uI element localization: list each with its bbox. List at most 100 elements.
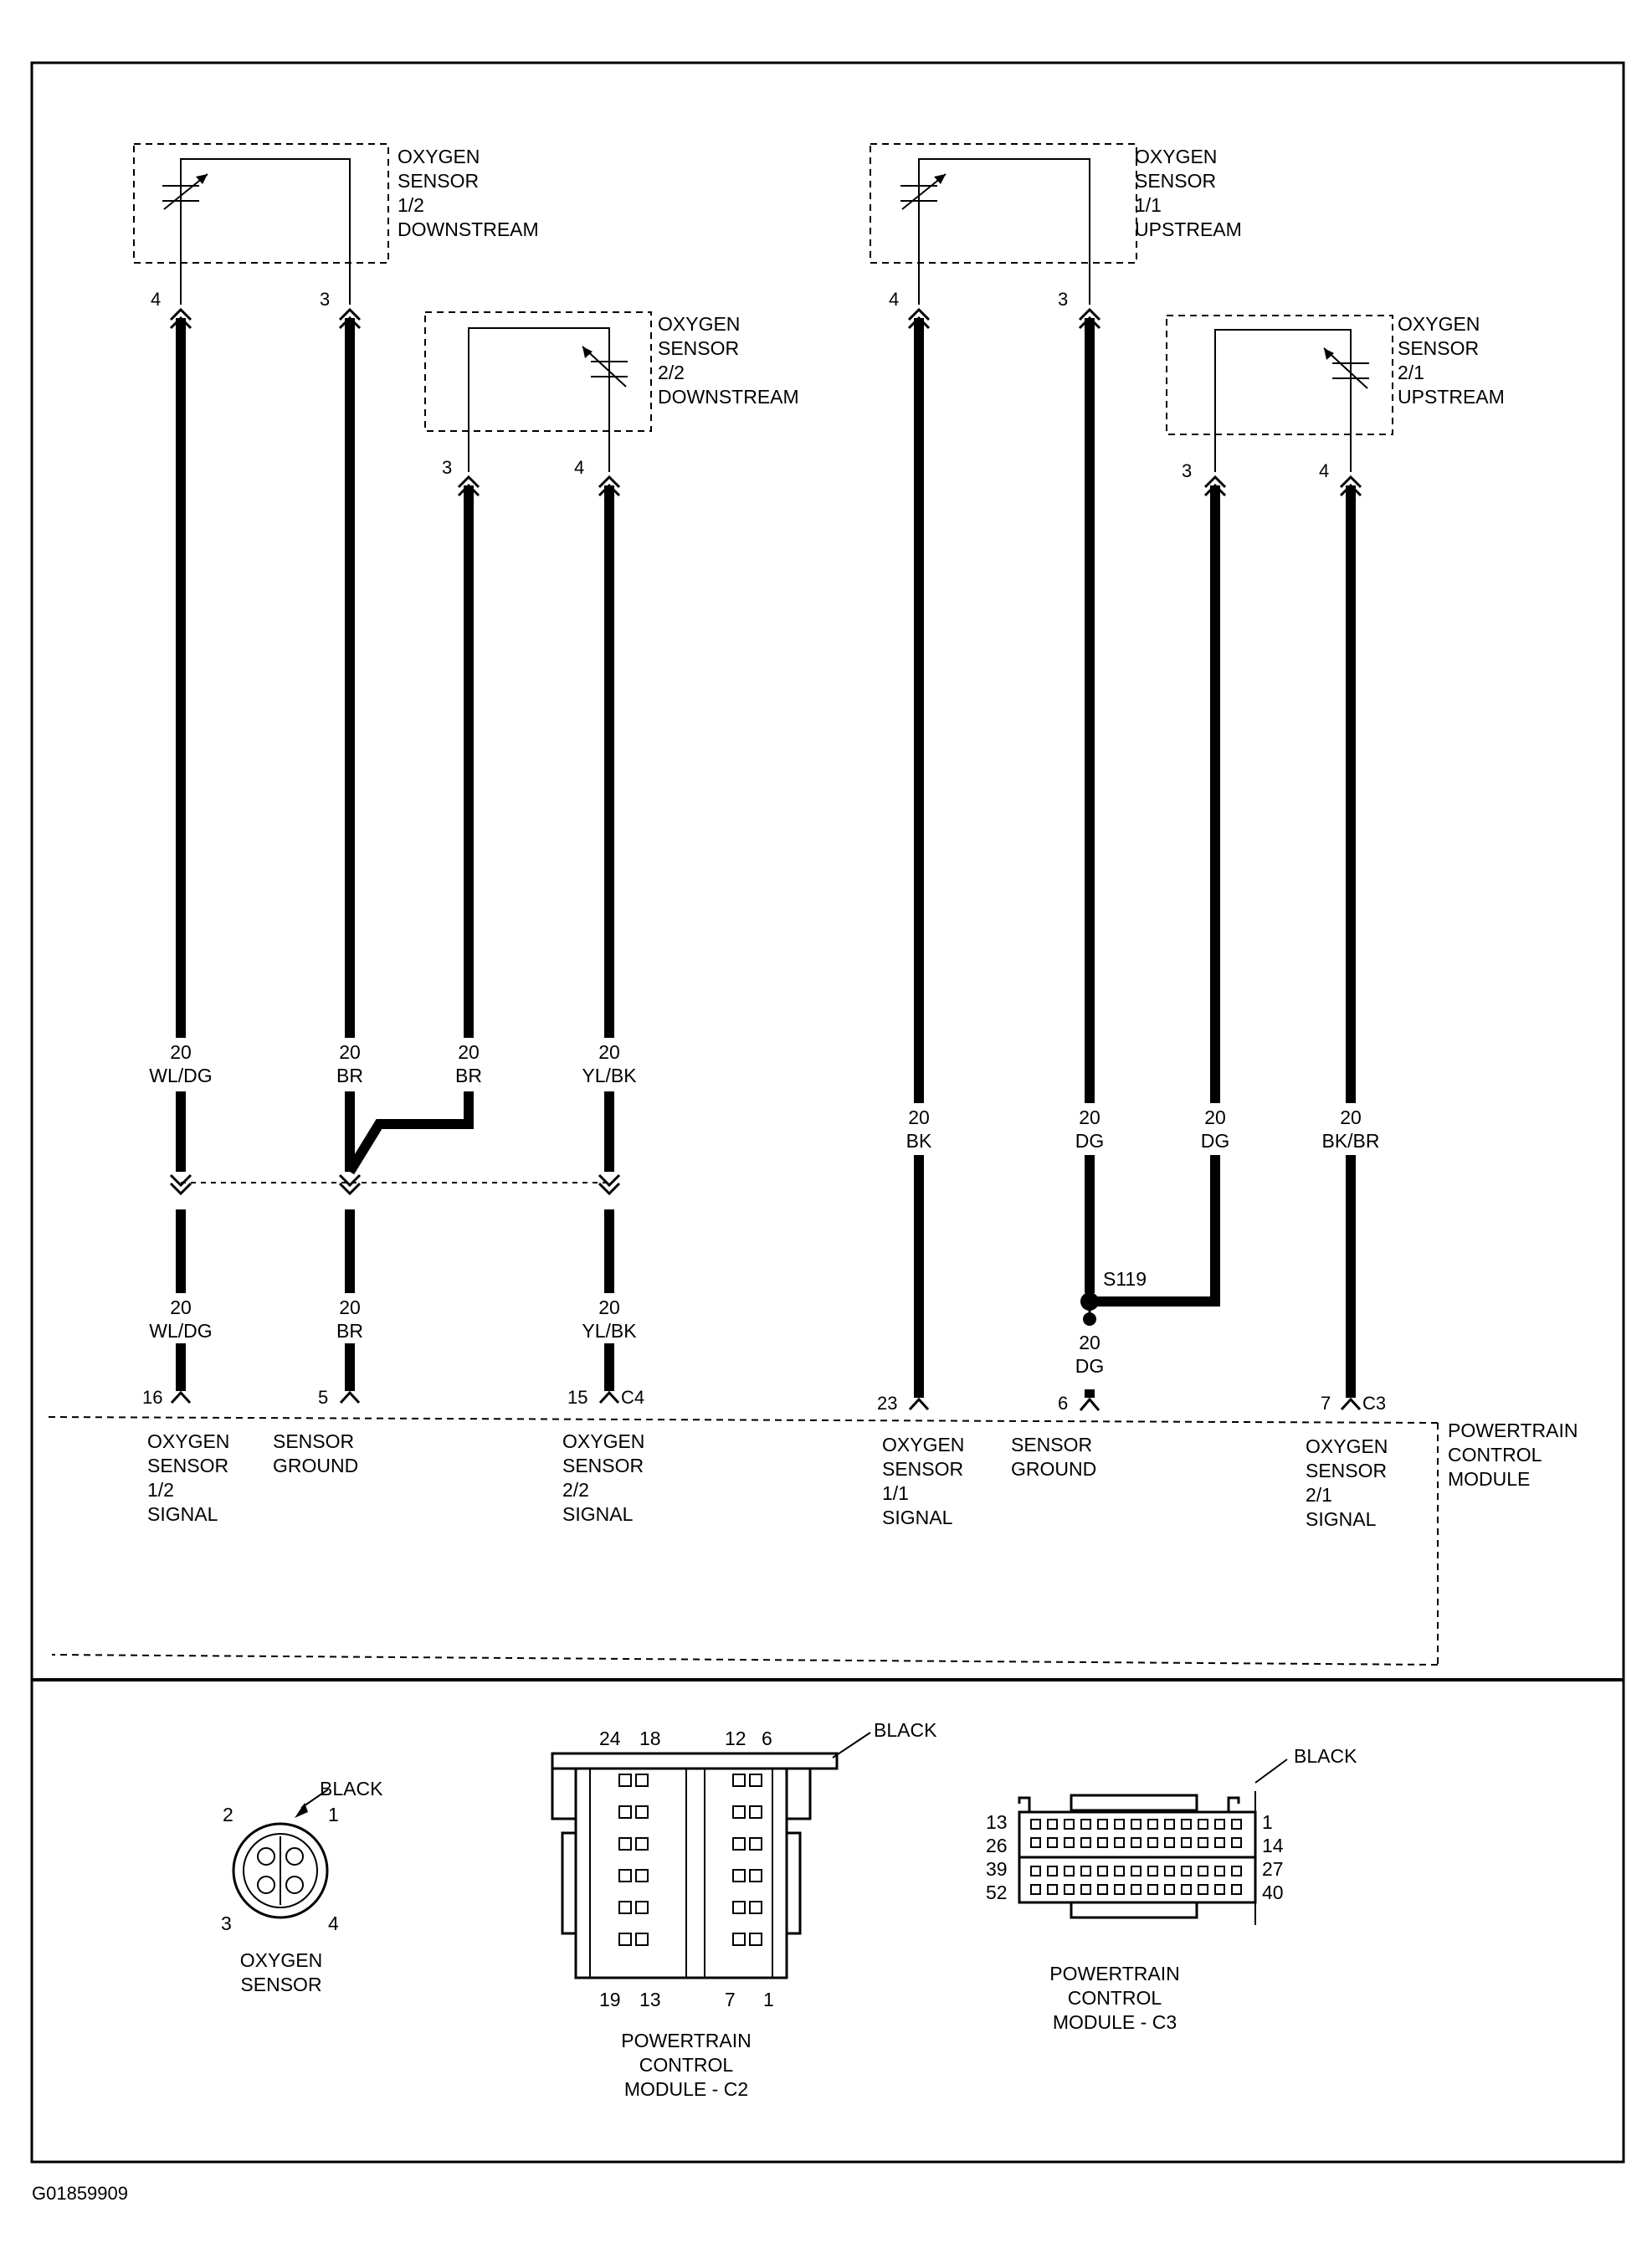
sensor-1-1-label-2: SENSOR [1135, 170, 1216, 192]
sensor-1-1-label-1: OXYGEN [1135, 146, 1217, 167]
connector-cavity [749, 1837, 762, 1851]
connector-cavity [732, 1774, 746, 1787]
wire-color: DG [1075, 1130, 1105, 1152]
connector-cavity [1097, 1866, 1108, 1877]
connector-cavity [1147, 1866, 1158, 1877]
pcm-function: SIGNAL [882, 1507, 953, 1528]
connector-cavity [1198, 1837, 1208, 1848]
pcm-c3-cells [1030, 1819, 1242, 1895]
pcm-function: SIGNAL [562, 1503, 634, 1525]
connector-cavity [1181, 1819, 1192, 1830]
c2-caption-3: MODULE - C2 [624, 2078, 748, 2100]
pcm-function: SIGNAL [1306, 1508, 1377, 1530]
pin-label: 4 [889, 289, 899, 310]
connector-cavity [1214, 1837, 1225, 1848]
connector-cavity [1181, 1837, 1192, 1848]
wires [176, 318, 1356, 1398]
c2-bottom-pin: 13 [639, 1989, 661, 2010]
wire-3-join [345, 1091, 474, 1175]
c3-caption-3: MODULE - C3 [1053, 2011, 1177, 2033]
connector-cavity [1231, 1819, 1242, 1830]
o2-pin: 1 [328, 1804, 339, 1825]
connector-cavity [618, 1933, 632, 1946]
connector-cavity [1047, 1819, 1058, 1830]
connector-cavity [1030, 1866, 1041, 1877]
connector-cavity [1064, 1819, 1075, 1830]
c2-color: BLACK [874, 1719, 937, 1741]
connector-cavity [749, 1869, 762, 1882]
connector-cavity [1181, 1884, 1192, 1895]
connector-cavity [1131, 1866, 1142, 1877]
wire-color: DG [1075, 1355, 1105, 1377]
c2-top-pin: 24 [599, 1728, 621, 1749]
connector-cavity [1198, 1819, 1208, 1830]
connector-cavity [1064, 1866, 1075, 1877]
c3-caption-2: CONTROL [1068, 1987, 1162, 2009]
connector-cavity [635, 1901, 649, 1914]
pin-label: 3 [1058, 289, 1068, 310]
connector-cavity [1164, 1866, 1175, 1877]
connector-cavity [1030, 1837, 1041, 1848]
c2-color-arrow [832, 1732, 871, 1758]
sensor-1-2-label-2: SENSOR [398, 170, 479, 192]
connector-cavity [1214, 1866, 1225, 1877]
c3-right-pin: 27 [1262, 1858, 1284, 1880]
sensor-2-1-label-4: UPSTREAM [1398, 386, 1505, 408]
oxygen-sensor-1-2-box: OXYGEN SENSOR 1/2 DOWNSTREAM [133, 143, 539, 264]
o2-caption-2: SENSOR [240, 1974, 321, 1995]
connector-cavity [749, 1774, 762, 1787]
connector-cavity [1030, 1884, 1041, 1895]
c2-caption-1: POWERTRAIN [621, 2030, 751, 2051]
wire-gauge: 20 [1204, 1106, 1226, 1128]
connector-cavity [1131, 1884, 1142, 1895]
connector-cavity [732, 1805, 746, 1819]
pcm-function: 2/2 [562, 1479, 589, 1501]
connector-cavity [635, 1933, 649, 1946]
pcm-function: SENSOR [562, 1455, 644, 1476]
connector-cavity [618, 1837, 632, 1851]
sensor-1-2-label-1: OXYGEN [398, 146, 480, 167]
connector-cavity [1181, 1866, 1192, 1877]
connector-cavity [1047, 1866, 1058, 1877]
sensor-2-2-label-3: 2/2 [658, 362, 685, 383]
connector-cavity [1080, 1837, 1091, 1848]
wire-gauge: 20 [1079, 1106, 1100, 1128]
pcm-pin: 23 [877, 1393, 897, 1414]
wire-gauge: 20 [458, 1041, 480, 1063]
connector-cavity [1097, 1837, 1108, 1848]
pin-label: 4 [1319, 460, 1329, 481]
sensor-2-2-label-1: OXYGEN [658, 313, 740, 335]
pcm-function: SENSOR [147, 1455, 228, 1476]
connector-cavity [749, 1805, 762, 1819]
wire-7-lower [1090, 1155, 1220, 1307]
connector-cavity [1114, 1837, 1125, 1848]
connector-cavity [635, 1805, 649, 1819]
wire-gauge: 20 [598, 1296, 620, 1318]
connector-cavity [1231, 1866, 1242, 1877]
oxygen-sensor-2-2-box: OXYGEN SENSOR 2/2 DOWNSTREAM [424, 311, 799, 432]
pcm-name-2: CONTROL [1448, 1444, 1542, 1466]
pcm-function: 1/2 [147, 1479, 174, 1501]
connector-cavity [1147, 1884, 1158, 1895]
connector-cavity [749, 1901, 762, 1914]
pcm-function: SENSOR [882, 1458, 963, 1480]
pcm-function: SENSOR [273, 1430, 354, 1452]
sensor-1-1-label-4: UPSTREAM [1135, 218, 1242, 240]
wire-color: BR [336, 1320, 363, 1342]
wire-gauge: 20 [1340, 1106, 1362, 1128]
o2-caption-1: OXYGEN [240, 1949, 322, 1971]
pcm-connector-c3: C3 [1362, 1393, 1386, 1414]
connector-cavity [749, 1933, 762, 1946]
pcm-pin: 5 [318, 1387, 328, 1408]
sensor-1-2-label-4: DOWNSTREAM [398, 218, 539, 240]
pin-label: 4 [574, 457, 584, 478]
connector-cavity [1231, 1884, 1242, 1895]
wire-color: YL/BK [582, 1320, 637, 1342]
connector-cavity [1114, 1819, 1125, 1830]
wire-color: BK [906, 1130, 932, 1152]
c3-left-pin: 52 [986, 1882, 1008, 1903]
connector-cavity [732, 1869, 746, 1882]
connector-cavity [1030, 1819, 1041, 1830]
c3-right-pin: 1 [1262, 1811, 1273, 1833]
wire-color: DG [1201, 1130, 1230, 1152]
